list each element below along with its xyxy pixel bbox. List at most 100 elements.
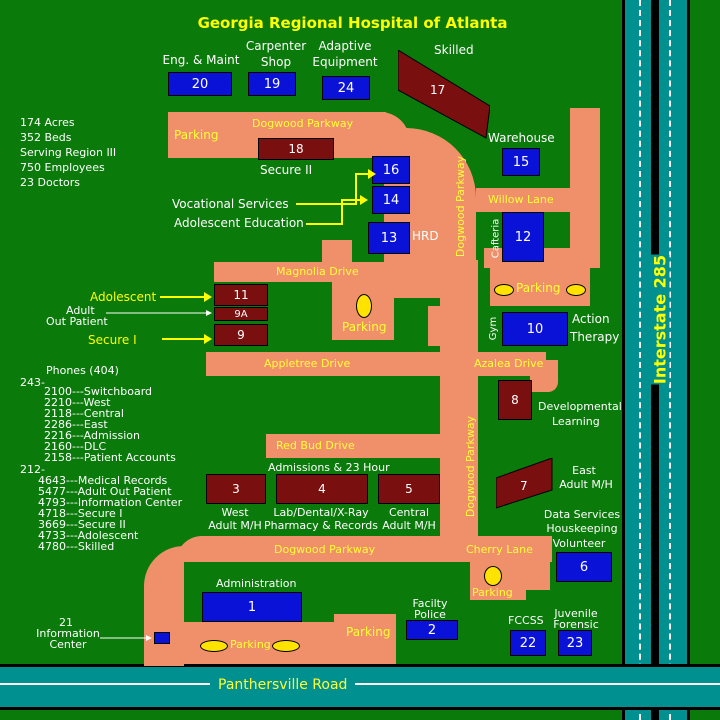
label-cherry: Cherry Lane [466, 543, 533, 556]
building-17[interactable]: 17 [430, 83, 446, 97]
parking-bottom-right: Parking [346, 625, 391, 639]
label-administration: Administration [216, 577, 297, 590]
building-16[interactable]: 16 [372, 156, 410, 184]
fact-doctors: 23 Doctors [20, 176, 81, 189]
label-skilled: Skilled [434, 43, 474, 57]
building-24[interactable]: 24 [322, 76, 370, 100]
panthersville-label: Panthersville Road [210, 677, 356, 693]
label-dogwood-vertical-mid: Dogwood Parkway [464, 415, 478, 518]
phones-prefix-212: 212- [20, 463, 45, 476]
label-police: Police [414, 608, 446, 621]
label-west: West [221, 506, 249, 519]
label-learning: Learning [552, 415, 600, 428]
label-central: Central [388, 506, 430, 519]
label-data-services: Data Services [543, 508, 621, 521]
phone-west: 2210---West [44, 396, 111, 409]
label-action: Action [572, 312, 610, 326]
panthersville-road: Panthersville Road [0, 664, 720, 710]
label-facility: Facilty [412, 597, 448, 610]
building-18[interactable]: 18 [258, 138, 334, 160]
label-carpenter: Carpenter [245, 39, 307, 53]
building-20[interactable]: 20 [168, 72, 232, 96]
building-9a[interactable]: 9A [214, 307, 268, 321]
parking-right: Parking [516, 281, 561, 295]
parking-cherry-oval [484, 566, 502, 586]
building-4[interactable]: 4 [276, 474, 368, 504]
interstate-285: Interstate 285 [622, 0, 690, 720]
building-5[interactable]: 5 [378, 474, 440, 504]
label-east-adult: Adult M/H [559, 478, 613, 491]
label-east: East [572, 464, 596, 477]
label-housekeeping: Houskeeping [546, 522, 618, 535]
label-dogwood-vertical-top: Dogwood Parkway [454, 155, 468, 258]
building-23[interactable]: 23 [558, 630, 592, 656]
building-7[interactable]: 7 [520, 479, 528, 493]
label-central-adult: Adult M/H [382, 519, 436, 532]
label-hrd: HRD [412, 229, 439, 243]
label-juvenile: Juvenile [554, 607, 598, 620]
building-9[interactable]: 9 [214, 324, 268, 346]
building-8[interactable]: 8 [498, 380, 532, 420]
fact-acres: 174 Acres [20, 116, 75, 129]
label-dogwood-bottom: Dogwood Parkway [274, 543, 376, 556]
arrow-info-center [100, 635, 152, 641]
phone-secure-i: 4718---Secure I [38, 507, 123, 520]
phone-admission: 2216---Admission [44, 429, 140, 442]
building-1[interactable]: 1 [202, 592, 302, 622]
label-appletree: Appletree Drive [264, 357, 351, 370]
label-secure-i: Secure I [88, 333, 137, 347]
label-lab-dental: Lab/Dental/X-Ray [273, 506, 369, 519]
building-6[interactable]: 6 [556, 552, 612, 582]
label-secure-ii: Secure II [260, 163, 313, 177]
label-eng-maint: Eng. & Maint [162, 53, 240, 67]
building-17-shape[interactable] [398, 50, 490, 142]
building-11[interactable]: 11 [214, 284, 268, 306]
building-12[interactable]: 12 [502, 212, 544, 262]
phone-adolescent: 4733---Adolescent [38, 529, 139, 542]
label-shop: Shop [260, 55, 292, 69]
label-adult-op-1: Adult [66, 304, 95, 317]
phone-adult-out-patient: 5477---Adult Out Patient [38, 485, 172, 498]
label-21: 21 [59, 616, 73, 629]
arrow-left-group [106, 292, 212, 344]
label-information: Information [36, 627, 100, 640]
label-adolescent-edu: Adolescent Education [174, 216, 304, 230]
phones-prefix-243: 243- [20, 376, 45, 389]
building-7-shape[interactable] [496, 458, 554, 510]
road-redbud [266, 434, 442, 458]
building-21[interactable] [154, 632, 170, 644]
label-dogwood-top: Dogwood Parkway [252, 117, 354, 130]
label-fccss: FCCSS [508, 614, 544, 627]
label-admissions: Admissions & 23 Hour [268, 461, 390, 474]
building-13[interactable]: 13 [368, 222, 410, 254]
phone-skilled: 4780---Skilled [38, 540, 115, 553]
building-14[interactable]: 14 [372, 186, 410, 214]
fact-beds: 352 Beds [20, 131, 72, 144]
parking-cherry: Parking [472, 586, 513, 599]
fact-employees: 750 Employees [20, 161, 105, 174]
label-equipment: Equipment [312, 55, 378, 69]
phone-secure-ii: 3669---Secure II [38, 518, 126, 531]
building-3[interactable]: 3 [206, 474, 266, 504]
fact-region: Serving Region III [20, 146, 117, 159]
parking-bottom-center: Parking [230, 638, 271, 651]
phone-patient-accounts: 2158---Patient Accounts [44, 451, 176, 464]
label-azalea: Azalea Drive [474, 357, 544, 370]
building-19[interactable]: 19 [248, 72, 296, 96]
label-redbud: Red Bud Drive [276, 439, 355, 452]
label-vocational: Vocational Services [172, 197, 289, 211]
building-10[interactable]: 10 [502, 312, 568, 346]
phone-dlc: 2160---DLC [44, 440, 107, 453]
label-gym: Gym [488, 316, 500, 341]
building-15[interactable]: 15 [502, 148, 540, 176]
label-magnolia: Magnolia Drive [276, 265, 359, 278]
interstate-label: Interstate 285 [650, 254, 670, 385]
building-22[interactable]: 22 [510, 630, 546, 656]
phone-medical-records: 4643---Medical Records [38, 474, 168, 487]
phone-information-center: 4793---Information Center [38, 496, 183, 509]
parking-right-oval-2 [566, 284, 586, 296]
parking-center-oval [356, 294, 372, 318]
parking-right-oval-1 [494, 284, 514, 296]
label-forensic: Forensic [553, 618, 599, 631]
building-2[interactable]: 2 [406, 620, 458, 640]
